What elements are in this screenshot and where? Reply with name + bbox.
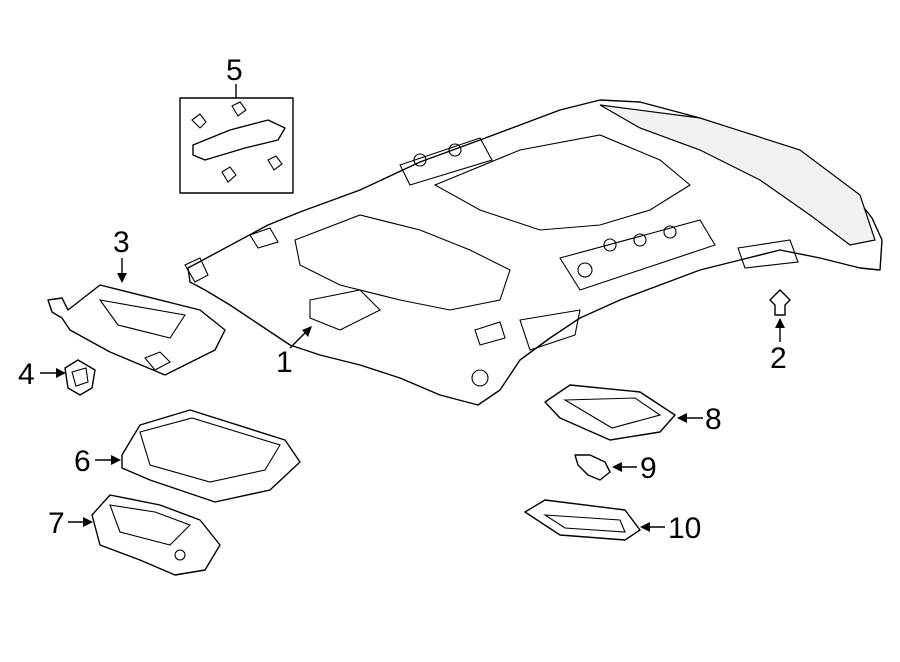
lens-part xyxy=(524,499,641,541)
callout-1: 1 xyxy=(276,346,293,379)
sun-visor-part xyxy=(47,284,226,376)
leader-lines xyxy=(40,84,785,532)
console-tray-part xyxy=(121,409,301,503)
grab-handle-kit-part xyxy=(179,97,294,194)
callout-10: 10 xyxy=(668,512,701,545)
dome-lamp-part xyxy=(544,384,676,441)
overhead-console-part xyxy=(91,494,221,576)
callout-6: 6 xyxy=(74,445,91,478)
callout-3: 3 xyxy=(113,226,130,259)
callout-7: 7 xyxy=(48,507,65,540)
callout-2: 2 xyxy=(770,342,787,375)
callout-labels: 1 2 3 4 5 6 7 8 9 10 xyxy=(18,54,787,545)
callout-5: 5 xyxy=(226,54,243,87)
bulb-part xyxy=(574,454,611,481)
headliner-part xyxy=(184,99,883,406)
visor-clip-part xyxy=(64,359,96,396)
callout-8: 8 xyxy=(705,403,722,436)
callout-9: 9 xyxy=(640,452,657,485)
callout-4: 4 xyxy=(18,358,35,391)
clip-part xyxy=(769,289,791,316)
